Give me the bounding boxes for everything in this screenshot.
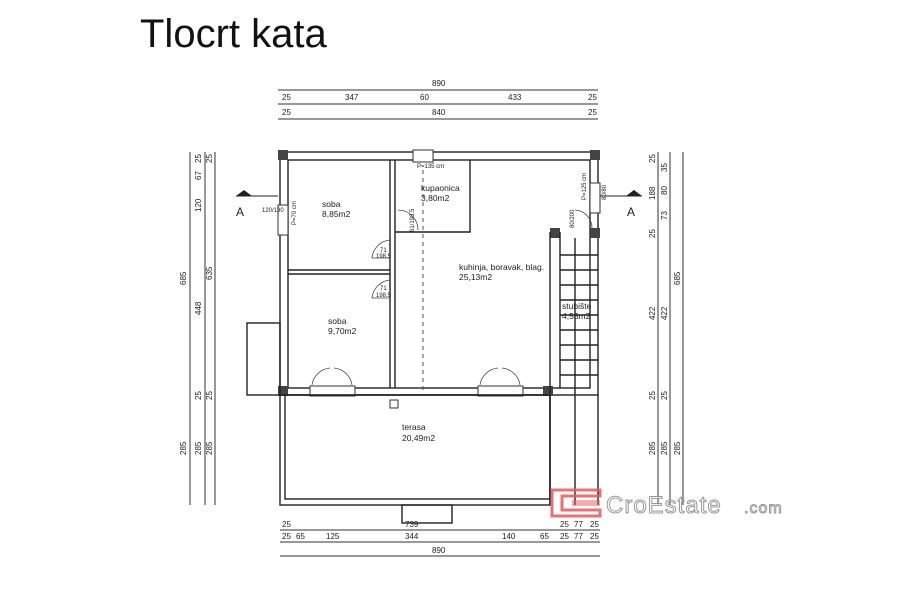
door-label: 71 [380,286,387,292]
dim-label: 25 [660,391,669,400]
door-swing [397,209,419,231]
dim-label: 25 [648,154,657,163]
dim-label: 635 [205,266,214,280]
dim-label: 140 [502,532,516,541]
dim-label: 25 [282,532,291,541]
dim-label: 80 [660,186,669,195]
right-dimensions: 25 188 25 422 25 285 35 80 73 422 25 285… [648,152,684,505]
dim-label: 685 [673,271,682,285]
dim-label: 77 [574,520,583,529]
dim-label: 60 [420,93,429,102]
room-name: kupaonica [421,183,460,193]
top-dimensions: 890 25 347 60 433 25 25 840 25 [278,79,598,120]
room-area: 8,85m2 [322,209,351,219]
dim-label: 448 [194,301,203,315]
dim-label: 73 [660,211,669,220]
dim-label: 285 [179,441,188,455]
walls [246,149,601,524]
room-area: 3,80m2 [421,193,450,203]
section-mark-right: A [600,190,642,219]
door-label: 71 [380,248,387,254]
dim-label: 739 [405,520,419,529]
bottom-dimensions: 25 739 25 77 25 25 65 125 344 140 65 25 … [280,520,600,557]
section-label: A [236,205,244,219]
dim-label: 685 [179,271,188,285]
dim-label: 25 [588,93,597,102]
dim-label: 25 [590,520,599,529]
logo-text: CroEstate [606,492,722,519]
door-swing [574,209,593,229]
drain-icon [389,399,399,409]
door-swing [479,367,521,386]
dim-label: 890 [432,79,446,88]
window-label: P=135 cm [417,164,444,170]
staircase [560,238,599,505]
terrace [279,394,551,506]
dim-label: 840 [432,108,446,117]
door-swing [371,239,391,259]
room-area: 25,13m2 [459,272,492,282]
dim-label: 65 [296,532,305,541]
dim-label: 25 [205,391,214,400]
page-title: Tlocrt kata [140,12,327,56]
dim-label: 25 [648,391,657,400]
dim-label: 188 [648,186,657,200]
room-name: terasa [402,422,426,432]
dim-label: 422 [648,306,657,320]
dim-label: 77 [574,532,583,541]
room-name: soba [322,199,341,209]
dim-label: 25 [282,108,291,117]
dim-label: 65 [540,532,549,541]
room-name: kuhinja, boravak, blag. [459,262,544,272]
dim-label: 25 [560,520,569,529]
dim-label: 347 [345,93,359,102]
dim-label: 433 [508,93,522,102]
croestate-logo: CroEstate .com [550,488,783,520]
dim-label: 25 [588,108,597,117]
dim-label: 285 [648,441,657,455]
window-label: 80/80 [602,184,608,200]
dim-label: 344 [405,532,419,541]
window-label: 120/130 [262,208,284,214]
dim-label: 285 [194,441,203,455]
logo-suffix: .com [744,500,783,517]
dim-label: 25 [282,93,291,102]
door-label: 80/200 [570,209,576,228]
dim-label: 25 [648,229,657,238]
dim-label: 25 [194,154,203,163]
room-area: 20,49m2 [402,433,435,443]
dim-label: 285 [673,441,682,455]
section-label: A [627,205,635,219]
dim-label: 422 [660,306,669,320]
left-dimensions: 685 285 25 67 120 448 25 285 25 635 25 2… [179,152,216,505]
dim-label: 125 [326,532,340,541]
dim-label: 285 [660,441,669,455]
room-name: stubište [562,301,592,311]
dim-label: 35 [660,163,669,172]
room-name: soba [328,316,347,326]
dim-label: 890 [432,546,446,555]
door-label: 198.5 [376,293,392,299]
room-area: 4,53m2 [562,311,591,321]
dim-label: 25 [194,391,203,400]
section-mark-left: A [236,190,278,219]
dim-label: 285 [205,441,214,455]
dim-label: 25 [205,154,214,163]
door-swing [311,367,353,386]
dim-label: 25 [560,532,569,541]
dim-label: 120 [194,198,203,212]
room-area: 9,70m2 [328,326,357,336]
dim-label: 25 [590,532,599,541]
dim-label: 67 [194,171,203,180]
dim-label: 25 [282,520,291,529]
door-label: 61/198.5 [410,208,416,232]
door-label: 198.5 [376,254,392,260]
window-label: P=125 cm [582,173,588,200]
door-swing [371,279,391,299]
window-label: P=70 cm [292,201,298,225]
